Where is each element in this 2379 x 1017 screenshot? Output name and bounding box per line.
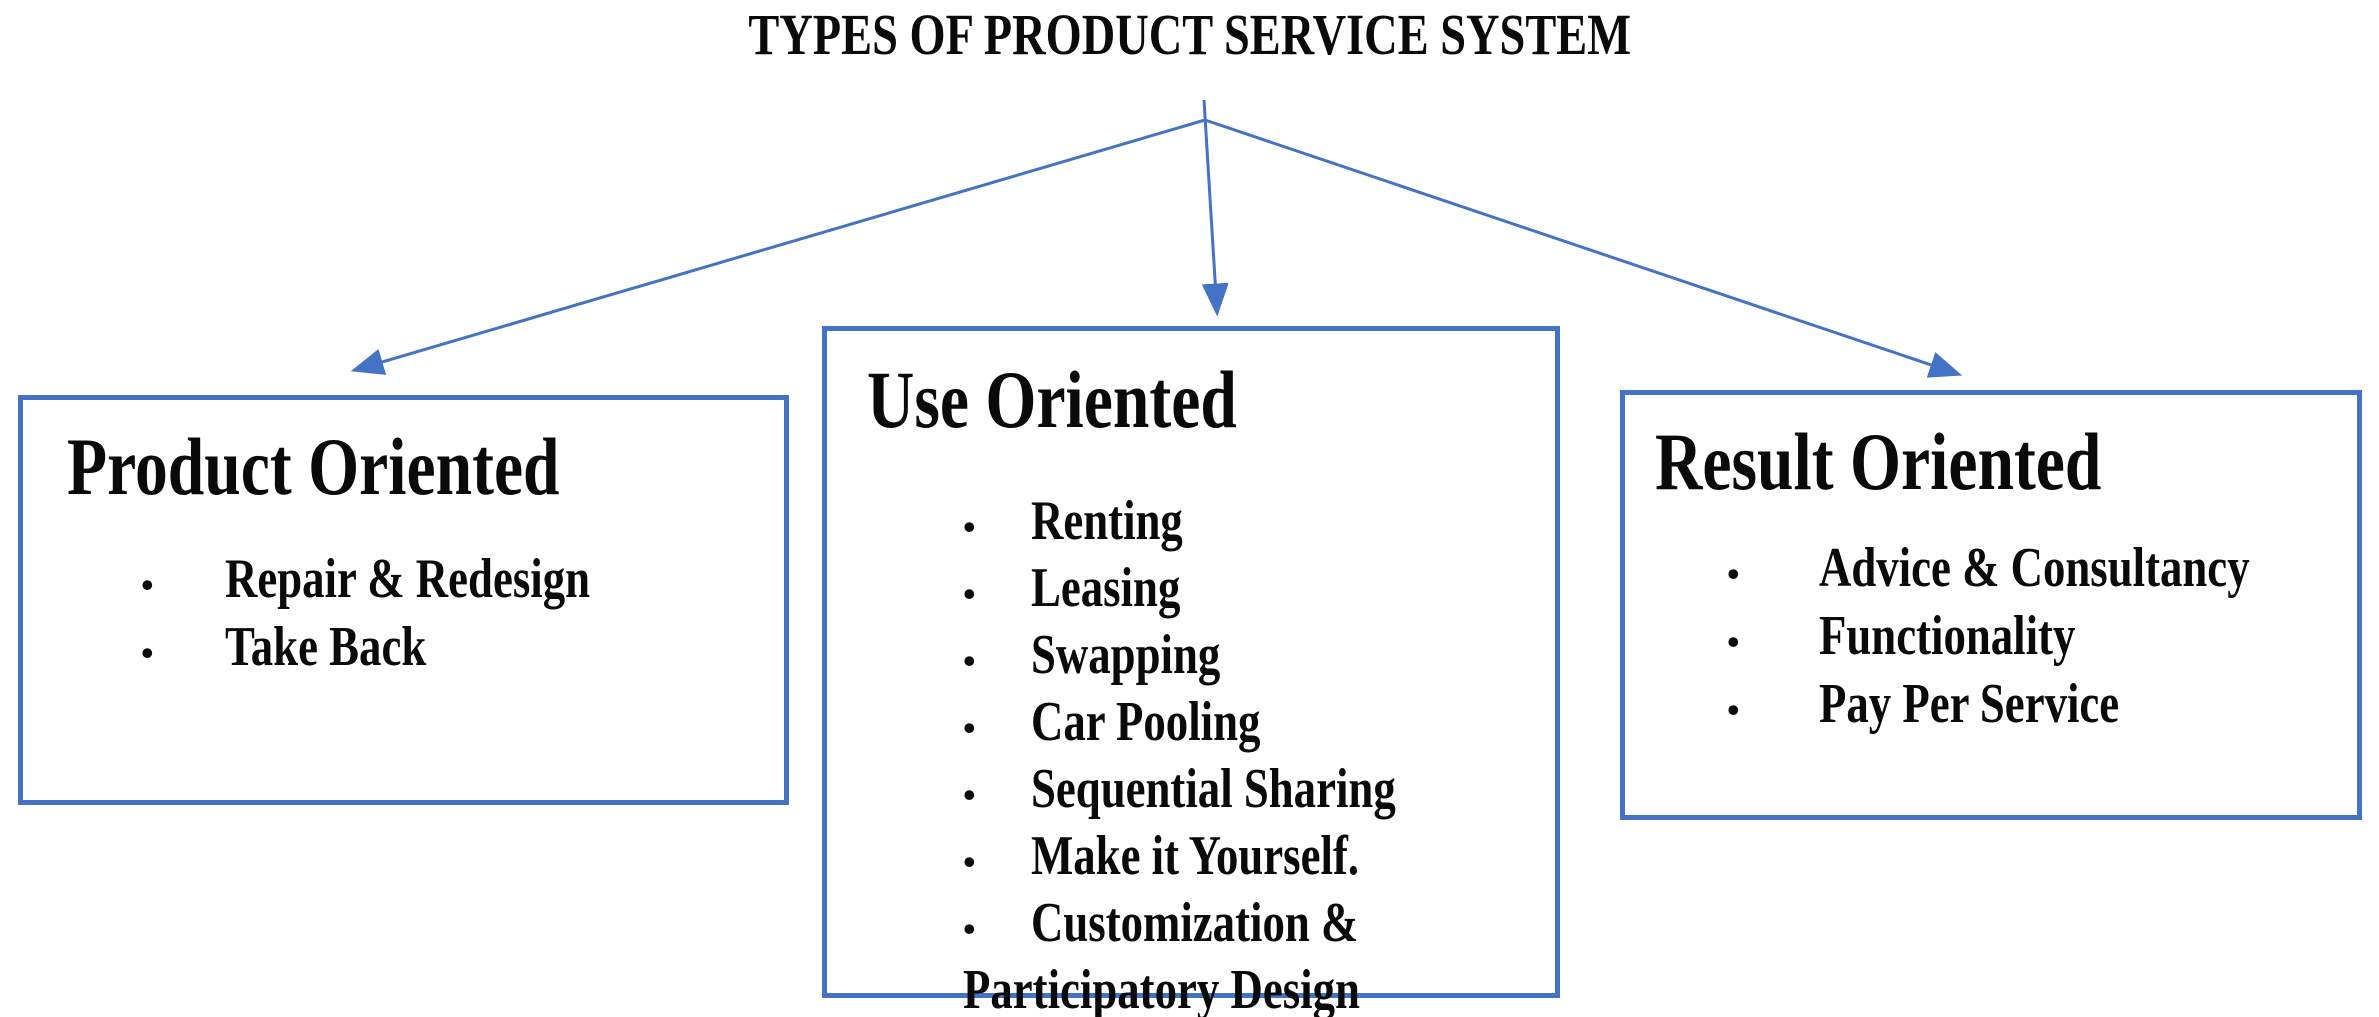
list-item-label: Pay Per Service xyxy=(1819,673,2120,735)
bullet-icon: • xyxy=(963,641,976,681)
bullet-icon: • xyxy=(141,633,154,673)
card-heading: Result Oriented xyxy=(1655,416,2102,507)
card-heading: Use Oriented xyxy=(867,354,1237,445)
list-item-label: Repair & Redesign xyxy=(225,548,591,610)
list-item: • Make it Yourself. xyxy=(963,826,1545,893)
list-item-label: Functionality xyxy=(1819,605,2076,667)
list-item: • Car Pooling xyxy=(963,692,1545,759)
card-heading: Product Oriented xyxy=(67,421,560,512)
list-item: • Sequential Sharing xyxy=(963,759,1545,826)
list-item-label: Sequential Sharing xyxy=(1031,758,1396,820)
bullet-icon: • xyxy=(963,775,976,815)
list-item: • Swapping xyxy=(963,625,1545,692)
list-item-label: Leasing xyxy=(1031,557,1181,619)
bullet-icon: • xyxy=(963,507,976,547)
list-item-label: Take Back xyxy=(225,616,427,678)
list-item-label: Participatory Design xyxy=(963,959,1360,1017)
list-item-continuation: Participatory Design xyxy=(963,960,1545,1017)
bullet-icon: • xyxy=(141,565,154,605)
list-item: • Take Back xyxy=(141,616,774,684)
card-result-oriented: Result Oriented • Advice & Consultancy • Fu… xyxy=(1620,390,2362,820)
bullet-icon: • xyxy=(1727,554,1740,594)
page-title: TYPES OF PRODUCT SERVICE SYSTEM xyxy=(748,2,1631,67)
list-item: • Customization & xyxy=(963,893,1545,960)
bullet-list: • Advice & Consultancy • Functionality • Pay … xyxy=(1655,537,2347,741)
bullet-icon: • xyxy=(963,909,976,949)
list-item-label: Customization & xyxy=(1031,892,1359,954)
bullet-icon: • xyxy=(963,842,976,882)
card-product-oriented: Product Oriented • Repair & Redesign • Take… xyxy=(18,395,789,805)
list-item: • Leasing xyxy=(963,558,1545,625)
bullet-icon: • xyxy=(1727,622,1740,662)
card-use-oriented: Use Oriented • Renting • Leasing • Swapping • C… xyxy=(822,326,1560,1017)
list-item: • Functionality xyxy=(1727,605,2347,673)
bullet-icon: • xyxy=(963,708,976,748)
bullet-icon: • xyxy=(1727,690,1740,730)
list-item: • Repair & Redesign xyxy=(141,548,774,616)
bullet-list: • Repair & Redesign • Take Back xyxy=(67,548,774,684)
list-item-label: Car Pooling xyxy=(1031,691,1261,753)
list-item: • Pay Per Service xyxy=(1727,673,2347,741)
bullet-list: • Renting • Leasing • Swapping • Car Pooling • Se… xyxy=(867,491,1545,1017)
list-item-label: Renting xyxy=(1031,490,1183,552)
list-item-label: Make it Yourself. xyxy=(1031,825,1360,887)
bullet-icon: • xyxy=(963,574,976,614)
list-item: • Advice & Consultancy xyxy=(1727,537,2347,605)
list-item-label: Advice & Consultancy xyxy=(1819,537,2250,599)
arrow-to-use-oriented xyxy=(1201,99,1229,317)
list-item-label: Swapping xyxy=(1031,624,1221,686)
list-item: • Renting xyxy=(963,491,1545,558)
